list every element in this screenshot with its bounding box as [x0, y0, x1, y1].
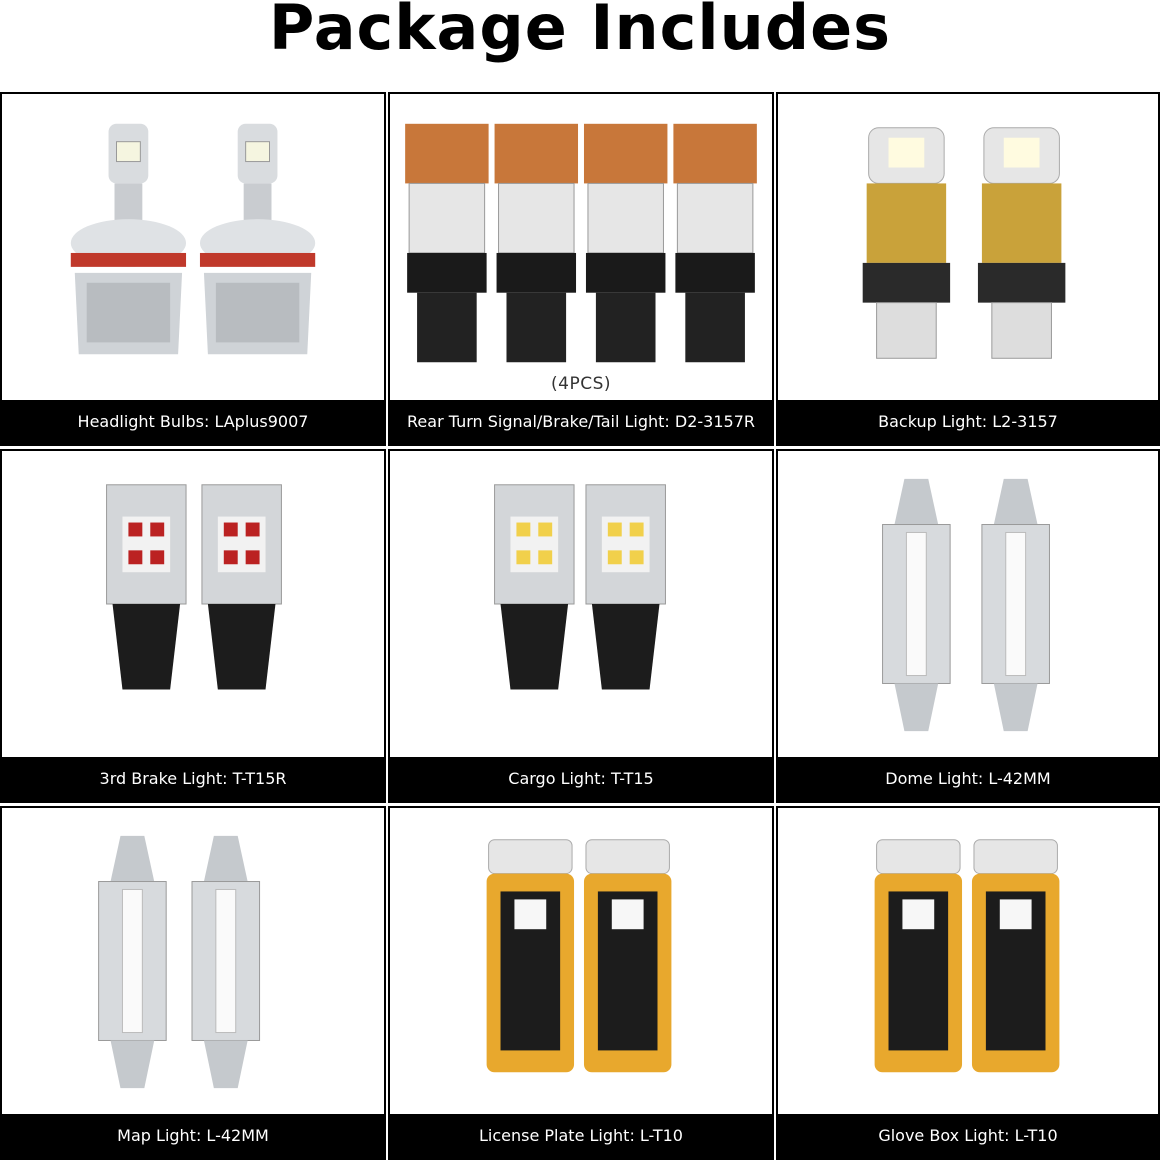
product-card-backup: Backup Light: L2-3157: [776, 92, 1160, 446]
product-caption: Backup Light: L2-3157: [778, 400, 1158, 444]
gold-bulb-right: [977, 127, 1066, 359]
product-card-license-plate: License Plate Light: L-T10: [388, 806, 774, 1160]
product-caption: Headlight Bulbs: LAplus9007: [2, 400, 384, 444]
copper-bulb-3: [583, 123, 668, 363]
cargo-bulbs-image: [390, 451, 772, 757]
product-caption: Cargo Light: T-T15: [390, 757, 772, 801]
festoon-bulb-right: [981, 478, 1050, 732]
t10-bulb-left: [486, 839, 575, 1073]
t15-red-bulb-right: [201, 484, 282, 690]
product-caption: License Plate Light: L-T10: [390, 1114, 772, 1158]
page-title: Package Includes: [268, 0, 892, 64]
map-bulbs-image: [2, 808, 384, 1114]
third-brake-bulbs-image: [2, 451, 384, 757]
rear-turn-bulbs-image: [390, 94, 772, 400]
product-card-dome: Dome Light: L-42MM: [776, 449, 1160, 803]
product-caption: Map Light: L-42MM: [2, 1114, 384, 1158]
backup-bulbs-image: [778, 94, 1158, 400]
copper-bulb-4: [673, 123, 757, 363]
t15-white-bulb-right: [585, 484, 666, 690]
t15-red-bulb-left: [106, 484, 187, 690]
quantity-label: (4PCS): [551, 374, 611, 394]
headlight-bulbs-image: [2, 94, 384, 400]
product-caption: Dome Light: L-42MM: [778, 757, 1158, 801]
gold-bulb-left: [862, 127, 951, 359]
t15-white-bulb-left: [494, 484, 575, 690]
festoon-bulb-left: [98, 835, 167, 1089]
product-card-rear-turn: (4PCS) Rear Turn Signal/Brake/Tail Light…: [388, 92, 774, 446]
copper-bulb-2: [494, 123, 579, 363]
product-card-cargo: Cargo Light: T-T15: [388, 449, 774, 803]
copper-bulb-1: [405, 123, 489, 363]
product-card-map: Map Light: L-42MM: [0, 806, 386, 1160]
glove-box-bulbs-image: [778, 808, 1158, 1114]
festoon-bulb-right: [191, 835, 261, 1089]
dome-bulbs-image: [778, 451, 1158, 757]
product-caption: 3rd Brake Light: T-T15R: [2, 757, 384, 801]
headlight-bulb-right: [199, 123, 316, 355]
product-caption: Glove Box Light: L-T10: [778, 1114, 1158, 1158]
product-card-glove-box: Glove Box Light: L-T10: [776, 806, 1160, 1160]
product-card-3rd-brake: 3rd Brake Light: T-T15R: [0, 449, 386, 803]
t10-bulb-left: [874, 839, 963, 1073]
headlight-bulb-left: [70, 123, 187, 355]
t10-bulb-right: [971, 839, 1060, 1073]
product-caption: Rear Turn Signal/Brake/Tail Light: D2-31…: [390, 400, 772, 444]
license-plate-bulbs-image: [390, 808, 772, 1114]
festoon-bulb-left: [882, 478, 951, 732]
t10-bulb-right: [583, 839, 672, 1073]
product-card-headlight: Headlight Bulbs: LAplus9007: [0, 92, 386, 446]
product-grid: Headlight Bulbs: LAplus9007: [0, 92, 1160, 1160]
